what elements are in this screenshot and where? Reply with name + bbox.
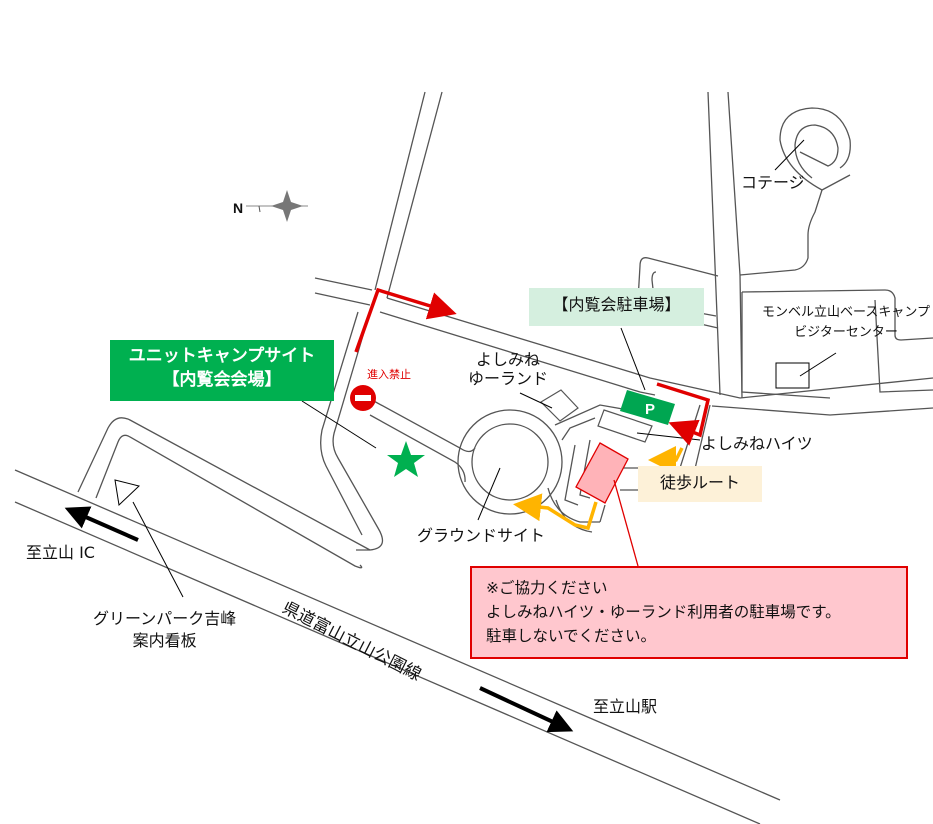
parking-route-arrow (656, 382, 711, 446)
compass-icon: N (233, 190, 308, 222)
visitor-center-building (775, 362, 810, 389)
ground-site-label: グラウンドサイト (417, 526, 546, 545)
unit-camp-site-label: ユニットキャンプサイト 【内覧会会場】 (110, 340, 334, 401)
svg-text:P: P (645, 401, 655, 418)
roads (14, 91, 933, 824)
yuland-building (519, 389, 579, 422)
cottage-label: コテージ (741, 173, 805, 192)
no-parking-area (575, 442, 639, 567)
heights-label: よしみねハイツ (701, 434, 813, 453)
no-entry-icon (350, 385, 376, 411)
svg-text:N: N (233, 200, 243, 216)
walk-route-arrow-2 (513, 493, 598, 531)
walking-route-label: 徒歩ルート (638, 466, 762, 502)
cottage-leader (774, 139, 805, 171)
to-ic-label: 至立山 IC (26, 543, 95, 562)
venue-star-icon (387, 441, 425, 477)
exhibition-parking-label: 【内覧会駐車場】 (529, 288, 704, 326)
to-station-arrow (479, 686, 574, 733)
yuland-label: よしみね ゆーランド (468, 350, 549, 389)
walk-route-arrow-1 (648, 446, 684, 474)
visitor-center-label: モンベル立山ベースキャンプ ビジターセンター (762, 305, 930, 340)
to-ic-arrow (64, 506, 139, 542)
exhibition-parking-marker: P (620, 327, 675, 425)
sign-board-label: グリーンパーク吉峰 案内看板 (93, 609, 237, 650)
no-parking-notice: ※ご協力ください よしみねハイツ・ゆーランド利用者の駐車場です。 駐車しないでく… (470, 566, 908, 659)
to-station-label: 至立山駅 (593, 697, 658, 716)
venue-leader (301, 400, 377, 449)
no-entry-label: 進入禁止 (367, 368, 411, 381)
entry-route-arrow (354, 287, 457, 353)
sign-board-icon (114, 479, 141, 507)
